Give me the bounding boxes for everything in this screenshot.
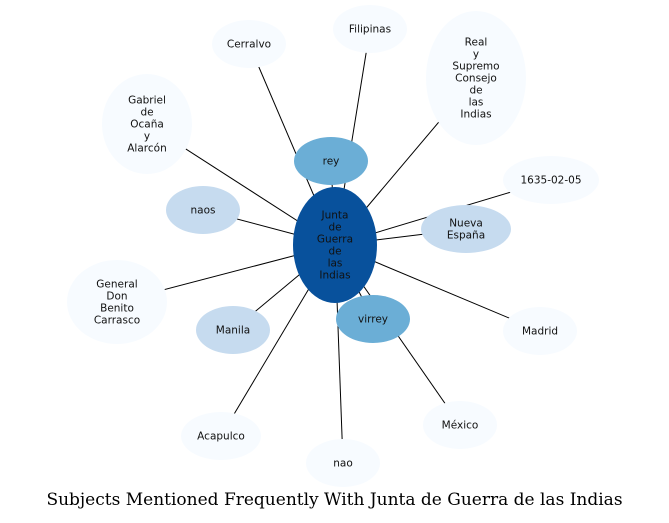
node-label-madrid: Madrid [522, 326, 558, 338]
node-label-acapulco: Acapulco [197, 431, 245, 443]
node-rey: rey [294, 137, 368, 185]
node-shape-rey [294, 137, 368, 185]
node-shape-mexico [423, 401, 497, 449]
node-label-mexico: México [442, 420, 479, 432]
node-shape-virrey [336, 295, 410, 343]
node-manila: Manila [196, 306, 270, 354]
node-label-virrey: virrey [358, 314, 388, 326]
node-mexico: México [423, 401, 497, 449]
node-label-filipinas: Filipinas [349, 24, 391, 36]
node-nao: nao [306, 439, 380, 487]
node-shape-nueva-espana [421, 205, 511, 253]
node-label-manila: Manila [216, 325, 250, 337]
node-shape-real-supremo [426, 11, 526, 145]
node-virrey: virrey [336, 295, 410, 343]
node-shape-naos [166, 186, 240, 234]
node-shape-filipinas [333, 5, 407, 53]
node-label-rey: rey [323, 156, 340, 168]
node-shape-acapulco [181, 412, 261, 460]
node-shape-manila [196, 306, 270, 354]
node-shape-gabriel [102, 74, 192, 174]
node-shape-general-don [67, 260, 167, 344]
node-label-nao: nao [333, 458, 353, 470]
node-shape-junta [293, 187, 377, 303]
node-naos: naos [166, 186, 240, 234]
node-shape-cerralvo [212, 20, 286, 68]
node-shape-date-1635 [503, 156, 599, 204]
node-label-naos: naos [191, 205, 216, 217]
diagram-caption: Subjects Mentioned Frequently With Junta… [46, 490, 623, 510]
node-filipinas: Filipinas [333, 5, 407, 53]
node-acapulco: Acapulco [181, 412, 261, 460]
node-label-cerralvo: Cerralvo [227, 39, 271, 51]
node-cerralvo: Cerralvo [212, 20, 286, 68]
node-label-date-1635: 1635-02-05 [520, 175, 581, 187]
node-date-1635: 1635-02-05 [503, 156, 599, 204]
node-madrid: Madrid [503, 307, 577, 355]
node-shape-nao [306, 439, 380, 487]
node-shape-madrid [503, 307, 577, 355]
